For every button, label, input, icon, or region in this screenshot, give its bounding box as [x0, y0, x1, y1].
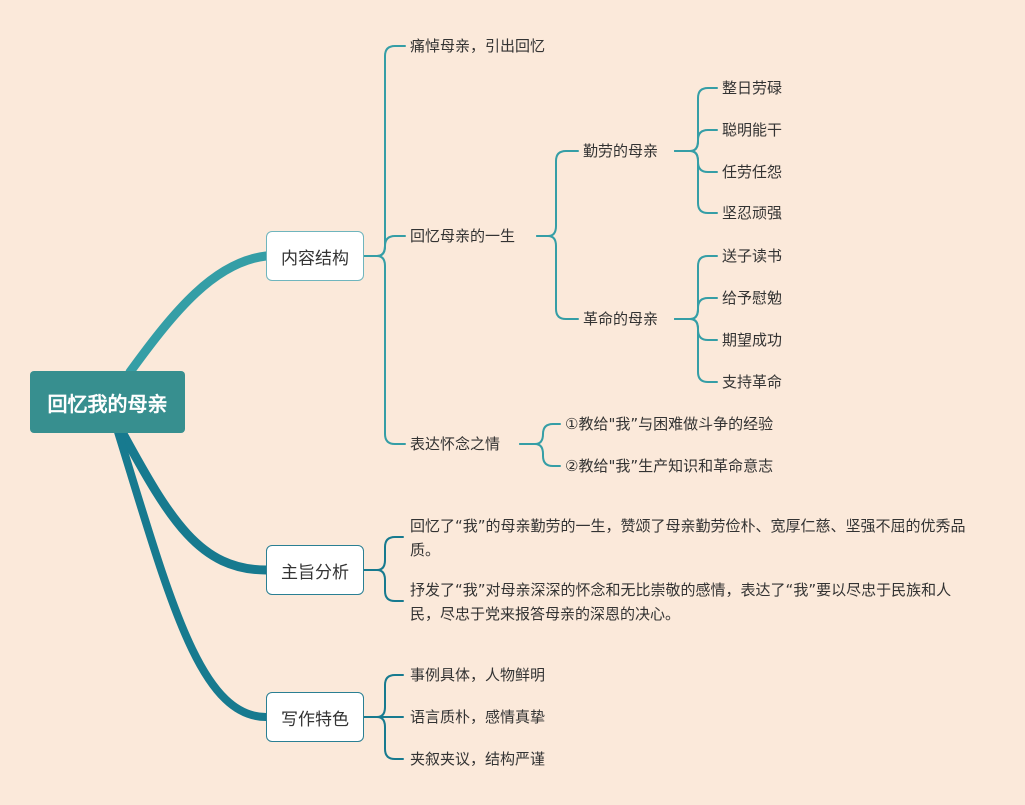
connector [363, 569, 404, 602]
leaf[interactable]: 坚忍顽强 [722, 204, 783, 222]
theme-paragraph-1[interactable]: 回忆了“我”的母亲勤劳的一生，赞颂了母亲勤劳俭朴、宽厚仁慈、坚强不屈的优秀品质。 [410, 517, 966, 559]
leaf[interactable]: 聪明能干 [722, 121, 783, 139]
subtopic-mourn[interactable]: 痛悼母亲，引出回忆 [410, 37, 546, 55]
topic-writing-features[interactable]: 写作特色 [266, 692, 364, 742]
connector [363, 45, 406, 257]
connector [674, 318, 718, 383]
subtopic-express[interactable]: 表达怀念之情 [410, 435, 501, 453]
subtopic-hardworking-mother[interactable]: 勤劳的母亲 [583, 142, 659, 160]
leaf[interactable]: 事例具体，人物鲜明 [410, 666, 546, 684]
topic-content-structure[interactable]: 内容结构 [266, 231, 364, 281]
root-branch-features [114, 428, 270, 721]
leaf[interactable]: ②教给"我”生产知识和革命意志 [565, 457, 774, 475]
connector [674, 297, 718, 320]
leaf[interactable]: 语言质朴，感情真挚 [410, 708, 546, 726]
connector [674, 87, 718, 152]
connector [363, 255, 406, 445]
subtopic-revolutionary-mother[interactable]: 革命的母亲 [583, 310, 659, 328]
connector [363, 716, 404, 760]
leaf[interactable]: 任劳任怨 [722, 163, 783, 181]
connector [674, 255, 718, 320]
connector [519, 423, 561, 445]
theme-paragraph-2[interactable]: 抒发了“我”对母亲深深的怀念和无比崇敬的感情，表达了“我”要以尽忠于民族和人民，… [410, 581, 952, 623]
leaf[interactable]: 期望成功 [722, 331, 783, 349]
connector [674, 150, 718, 214]
leaf[interactable]: 支持革命 [722, 373, 783, 391]
connector [363, 536, 404, 571]
topic-theme-analysis[interactable]: 主旨分析 [266, 545, 364, 595]
connector [519, 443, 561, 467]
leaf[interactable]: 整日劳碌 [722, 79, 783, 97]
connector [536, 235, 579, 320]
root-branch-content [125, 251, 271, 377]
connector [363, 674, 404, 718]
connector [674, 129, 718, 152]
root-topic[interactable]: 回忆我的母亲 [30, 371, 185, 433]
subtopic-recall[interactable]: 回忆母亲的一生 [410, 227, 516, 245]
connector [536, 150, 579, 237]
leaf[interactable]: 给予慰勉 [722, 289, 783, 307]
leaf[interactable]: 夹叙夹议，结构严谨 [410, 750, 546, 768]
leaf[interactable]: ①教给"我”与困难做斗争的经验 [565, 415, 774, 433]
root-branch-theme [117, 427, 271, 575]
leaf[interactable]: 送子读书 [722, 247, 783, 265]
